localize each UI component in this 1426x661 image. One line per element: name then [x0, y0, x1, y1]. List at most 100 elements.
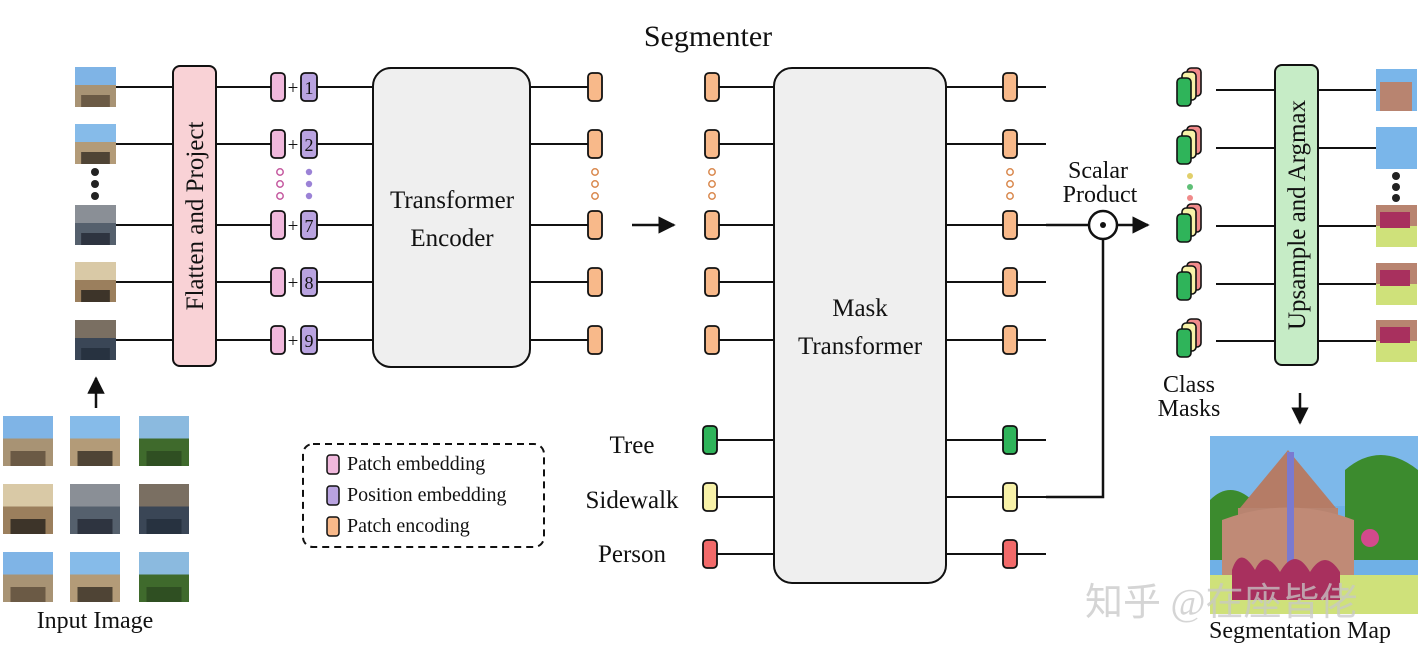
segmentation-map-image — [1210, 436, 1418, 614]
transformer-encoder-block — [372, 67, 531, 368]
input-patch — [75, 124, 116, 164]
mask-output-token — [1002, 72, 1018, 102]
mask-input-token — [704, 129, 720, 159]
flatten-project-block — [172, 65, 217, 367]
output-patch — [1376, 320, 1417, 362]
class-label-person: Person — [598, 541, 667, 568]
input-grid-tile — [3, 484, 53, 534]
input-patch — [75, 320, 116, 360]
class-embedding-token — [702, 539, 718, 569]
class-label-tree: Tree — [610, 432, 655, 459]
encoder-output-token — [587, 325, 603, 355]
output-patch — [1376, 127, 1417, 169]
legend-box — [302, 443, 545, 548]
legend-label-patch-encoding: Patch encoding — [347, 515, 470, 537]
mask-transformer-label-line2: Transformer — [798, 333, 923, 360]
input-grid-tile — [3, 416, 53, 466]
patch-embedding-token — [270, 267, 286, 297]
class-label-sidewalk: Sidewalk — [585, 487, 679, 514]
input-grid-tile — [139, 416, 189, 466]
mask-output-token — [1002, 267, 1018, 297]
mask-transformer-input-tokens — [702, 72, 774, 569]
upsample-argmax-block — [1274, 64, 1319, 366]
encoder-output-token — [587, 129, 603, 159]
class-embedding-token — [702, 425, 718, 455]
legend-label-position-embedding: Position embedding — [347, 484, 506, 506]
input-image-label: Input Image — [37, 608, 154, 634]
mask-input-token — [704, 267, 720, 297]
mask-output-dots — [1006, 168, 1014, 200]
left-patch-dots — [91, 168, 99, 200]
right-patch-dots — [1392, 172, 1400, 202]
mask-input-token — [704, 72, 720, 102]
mask-input-dots — [708, 168, 716, 200]
input-grid-tile — [3, 552, 53, 602]
scalar-product-label-line1: Scalar — [1068, 158, 1128, 184]
mask-transformer-output-tokens — [946, 72, 1046, 569]
legend-swatch-position-embedding — [326, 485, 340, 506]
plus-sign: + — [288, 135, 299, 156]
position-number: 1 — [305, 78, 314, 98]
output-patch-column — [1318, 69, 1417, 362]
legend-swatch-patch-embedding — [326, 454, 340, 475]
encoder-output-tokens — [530, 72, 603, 355]
mask-output-token — [1002, 210, 1018, 240]
mask-output-token — [1002, 129, 1018, 159]
scalar-product-dot — [1100, 222, 1106, 228]
transformer-encoder-label-line2: Encoder — [410, 225, 494, 252]
class-output-token — [1002, 539, 1018, 569]
mask-layer-tree — [1176, 135, 1192, 165]
class-masks-label-line2: Masks — [1158, 396, 1221, 422]
mask-input-token — [704, 210, 720, 240]
encoder-output-dots — [591, 168, 599, 200]
segmentation-map-label: Segmentation Map — [1209, 618, 1391, 644]
mask-layer-tree — [1176, 328, 1192, 358]
input-image-grid — [3, 416, 189, 602]
class-output-token — [1002, 482, 1018, 512]
input-grid-tile — [139, 484, 189, 534]
position-number: 2 — [305, 135, 314, 155]
input-grid-tile — [70, 552, 120, 602]
class-output-token — [1002, 425, 1018, 455]
class-mask-dots — [1187, 173, 1193, 201]
scalar-product-label-line2: Product — [1063, 182, 1138, 208]
mask-output-token — [1002, 325, 1018, 355]
diagram-title: Segmenter — [644, 20, 772, 53]
encoder-output-token — [587, 72, 603, 102]
class-masks-label-line1: Class — [1163, 372, 1215, 398]
mask-transformer-block — [773, 67, 947, 584]
legend-swatch-patch-encoding — [326, 516, 340, 537]
upsample-argmax-label: Upsample and Argmax — [1284, 99, 1311, 330]
output-patch — [1376, 263, 1417, 305]
transformer-encoder-label-line1: Transformer — [390, 187, 515, 214]
class-embedding-token — [702, 482, 718, 512]
input-patch — [75, 262, 116, 302]
position-number: 7 — [305, 216, 314, 236]
flatten-project-label: Flatten and Project — [182, 122, 209, 311]
input-grid-tile — [70, 416, 120, 466]
patch-embedding-token — [270, 129, 286, 159]
patch-embedding-token — [270, 325, 286, 355]
position-number: 8 — [305, 273, 314, 293]
encoder-output-token — [587, 210, 603, 240]
mask-layer-tree — [1176, 213, 1192, 243]
plus-sign: + — [288, 216, 299, 237]
input-patch — [75, 205, 116, 245]
patch-embedding-token — [270, 210, 286, 240]
input-patch — [75, 67, 116, 107]
class-mask-stacks — [1176, 67, 1202, 358]
encoder-output-token — [587, 267, 603, 297]
mask-layer-tree — [1176, 271, 1192, 301]
input-grid-tile — [139, 552, 189, 602]
mask-input-token — [704, 325, 720, 355]
watermark: 知乎 @在座皆佬 — [1085, 582, 1358, 624]
position-number: 9 — [305, 331, 314, 351]
patch-to-flatten-lines — [116, 86, 173, 341]
plus-sign: + — [288, 273, 299, 294]
mask-transformer-label-line1: Mask — [832, 295, 888, 322]
mask-layer-tree — [1176, 77, 1192, 107]
class-to-product-line — [1046, 240, 1105, 499]
embedding-dots — [276, 168, 313, 200]
mask-to-upsample-lines — [1216, 89, 1275, 342]
